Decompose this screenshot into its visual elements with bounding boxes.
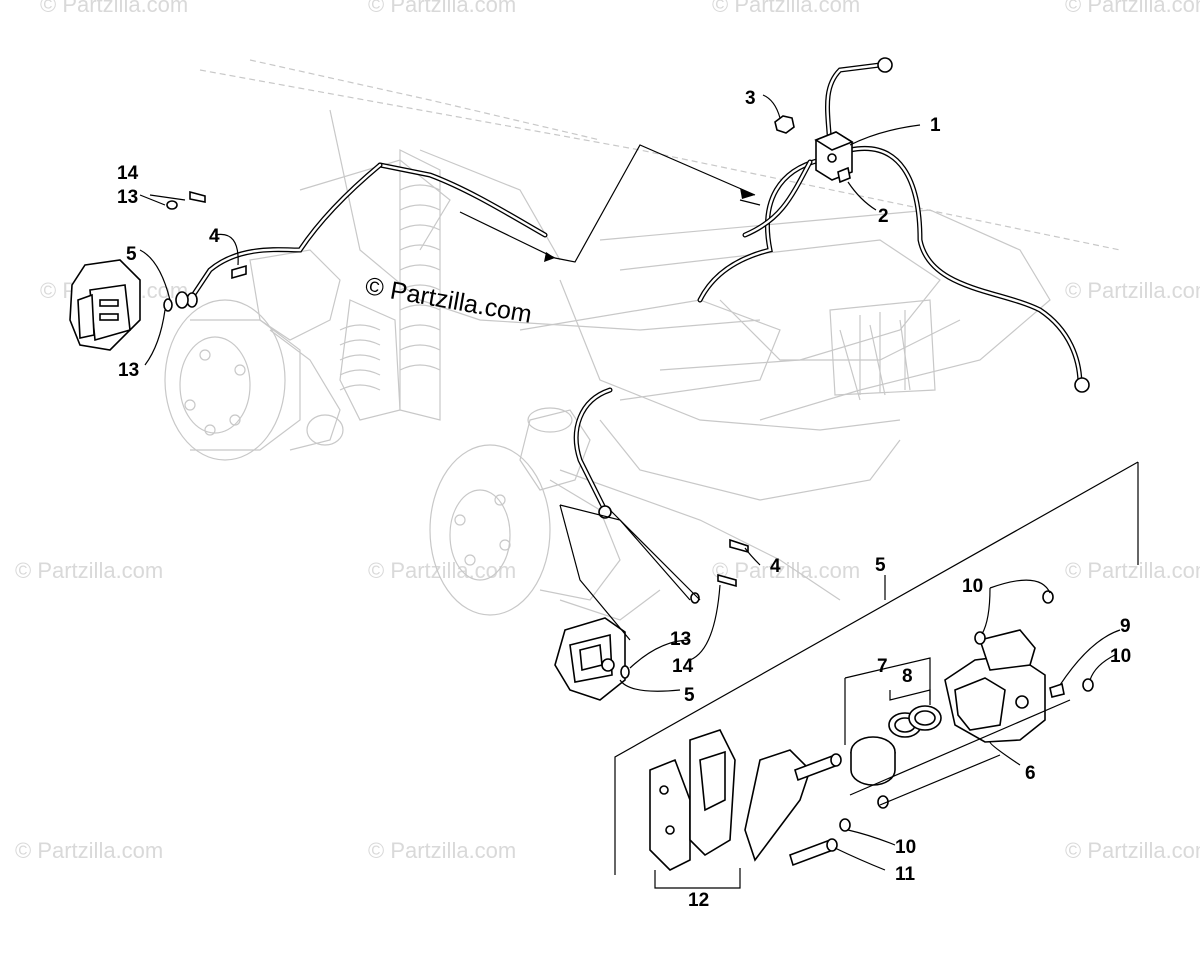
callout-11: 11 [895, 864, 916, 885]
watermark: © Partzilla.com [15, 558, 164, 583]
callout-10: 10 [1110, 646, 1131, 667]
watermark: © Partzilla.com [368, 838, 517, 863]
callout-10: 10 [895, 837, 916, 858]
callout-6: 6 [1025, 763, 1036, 784]
callout-12: 12 [688, 890, 709, 911]
watermark: © Partzilla.com [712, 558, 861, 583]
callout-labels: 1 2 3 4 4 5 5 5 6 7 8 9 10 10 10 11 12 1… [117, 88, 1131, 911]
callout-3: 3 [745, 88, 756, 109]
watermark: © Partzilla.com [368, 558, 517, 583]
watermark: © Partzilla.com [1065, 838, 1200, 863]
watermark: © Partzilla.com [40, 0, 189, 17]
brake-hoses [186, 57, 1090, 519]
callout-13: 13 [118, 360, 139, 381]
watermark: © Partzilla.com [15, 838, 164, 863]
callout-14: 14 [672, 656, 694, 677]
watermark: © Partzilla.com [368, 0, 517, 17]
callout-5: 5 [684, 685, 695, 706]
watermark: © Partzilla.com [1065, 0, 1200, 17]
callout-4: 4 [209, 226, 220, 247]
callout-13: 13 [117, 187, 138, 208]
junction-block [774, 115, 854, 184]
callout-1: 1 [930, 115, 941, 136]
ghost-frame [164, 59, 1121, 621]
right-caliper [554, 504, 749, 701]
callout-leaders [139, 94, 1121, 871]
callout-7: 7 [877, 656, 888, 677]
callout-14: 14 [117, 163, 139, 184]
callout-5: 5 [126, 244, 137, 265]
callout-5: 5 [875, 555, 886, 576]
callout-2: 2 [878, 206, 889, 227]
watermark: © Partzilla.com [712, 0, 861, 17]
callout-4: 4 [770, 556, 781, 577]
callout-10: 10 [962, 576, 983, 597]
callout-9: 9 [1120, 616, 1131, 637]
exploded-caliper-parts [614, 461, 1139, 889]
left-caliper [69, 190, 247, 351]
callout-8: 8 [902, 666, 913, 687]
callout-13: 13 [670, 629, 691, 650]
watermark: © Partzilla.com [1065, 558, 1200, 583]
routing-lines [459, 144, 761, 263]
watermark: © Partzilla.com [1065, 278, 1200, 303]
